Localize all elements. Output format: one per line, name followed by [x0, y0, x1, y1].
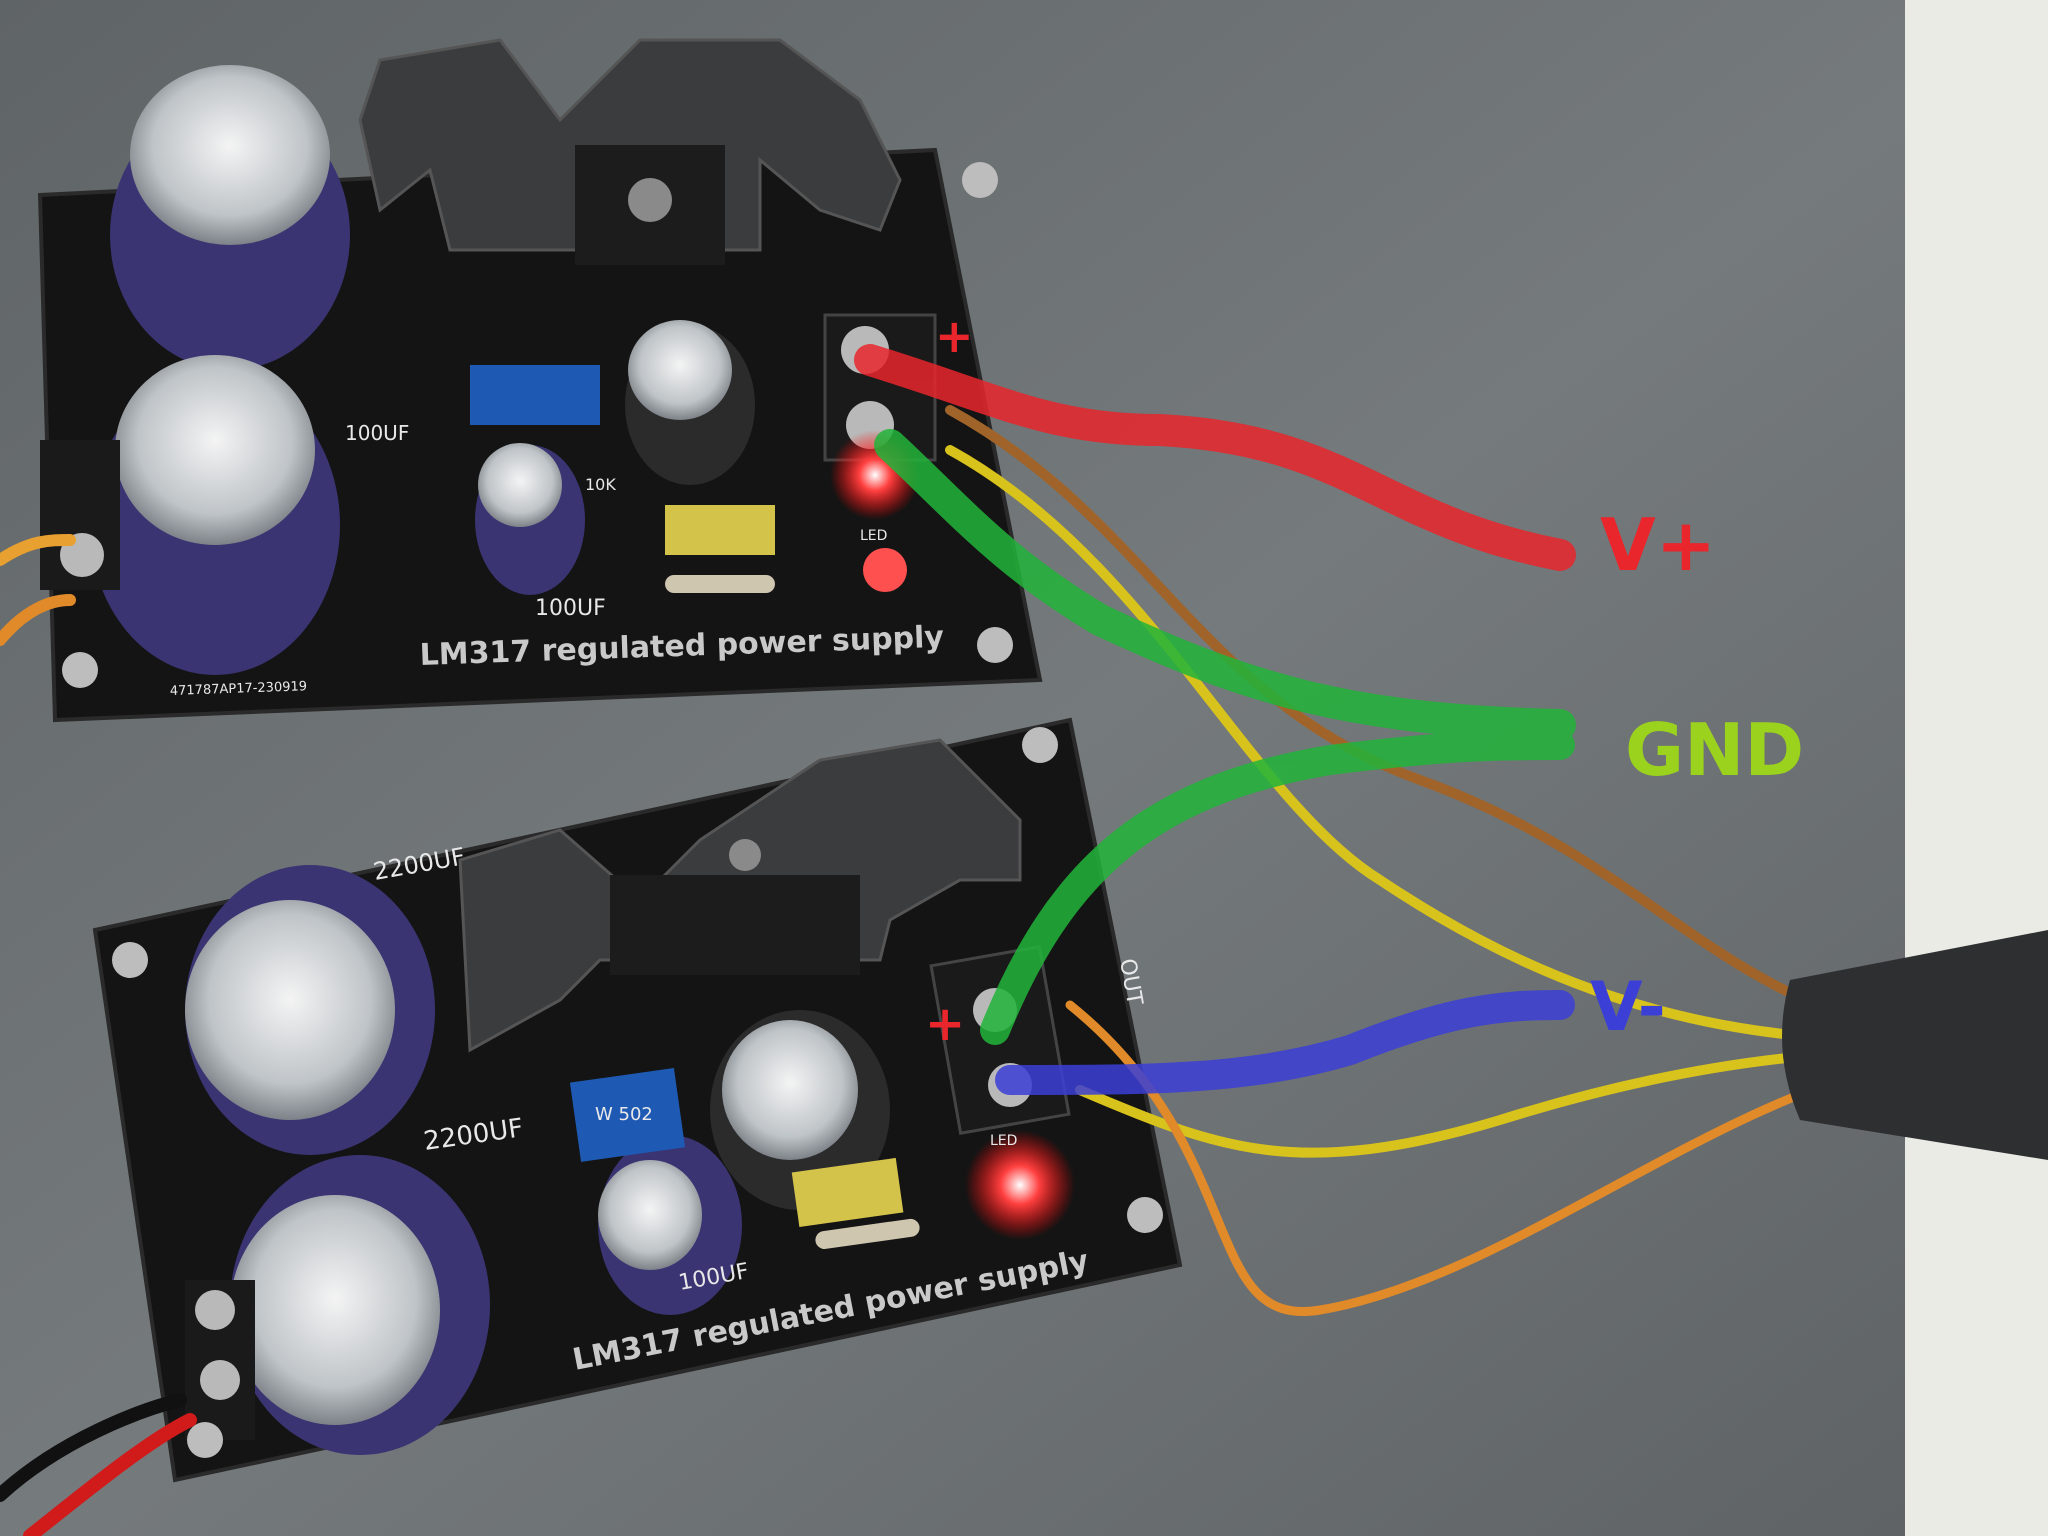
board-bottom-pot-label: W 502 — [595, 1104, 653, 1125]
wire-orange-bottom — [1065, 1000, 1895, 1316]
board-top-cap1-top — [130, 65, 330, 245]
board-top-led — [863, 548, 907, 592]
board-top-hole3 — [62, 652, 98, 688]
label-vminus: V- — [1590, 968, 1666, 1047]
board-top-plus: + — [935, 309, 974, 363]
board-top-screw — [628, 178, 672, 222]
board-top-trimmer — [470, 365, 600, 425]
board-bottom-hole3 — [1127, 1197, 1163, 1233]
board-bottom-cap3-top — [722, 1020, 858, 1160]
wire-yellow-top — [945, 445, 1895, 1045]
board-bottom-in-screw1 — [195, 1290, 235, 1330]
board-top: LM317 regulated power supply 471787AP17-… — [37, 38, 1043, 723]
board-bottom-cap2-top — [230, 1195, 440, 1425]
board-bottom-cap4-top — [598, 1160, 702, 1270]
board-top-cap-mid-label: 100UF — [345, 421, 409, 445]
annotation-traces — [854, 344, 1576, 1095]
board-bottom-film-cap — [791, 1157, 904, 1227]
board-top-hole2 — [977, 627, 1013, 663]
wire-orange-left2 — [0, 594, 76, 646]
board-top-cap4-top — [478, 443, 562, 527]
board-bottom-screw — [729, 839, 761, 871]
board-top-film-cap — [665, 505, 775, 555]
board-top-cap3-top — [628, 320, 732, 420]
board-bottom-regulator — [610, 875, 860, 975]
board-bottom-cap1-top — [185, 900, 395, 1120]
board-top-led-label: LED — [860, 528, 887, 544]
wire-yellow-bottom — [1075, 1045, 1895, 1158]
board-bottom-in-screw2 — [200, 1360, 240, 1400]
board-bottom-hole4 — [187, 1422, 223, 1458]
board-top-cap2-top — [115, 355, 315, 545]
board-bottom-hole2 — [1022, 727, 1058, 763]
label-gnd: GND — [1625, 708, 1804, 792]
board-bottom-hole1 — [112, 942, 148, 978]
trace-gnd-top — [874, 429, 1576, 741]
trace-vminus — [995, 990, 1575, 1095]
trace-gnd-bottom — [980, 730, 1575, 1045]
paper-sheet — [1905, 0, 2048, 1536]
trace-vplus — [854, 344, 1576, 571]
wires — [0, 405, 1895, 1536]
wire-orange-left — [0, 534, 76, 566]
board-top-hole1 — [962, 162, 998, 198]
board-bottom-resistor — [815, 1218, 920, 1249]
wire-black-left — [0, 1393, 187, 1502]
board-bottom-plus: + — [925, 996, 965, 1052]
board-top-serial: 471787AP17-230919 — [170, 679, 308, 699]
board-top-cap-label: 100UF — [535, 596, 606, 621]
board-top-resistor — [665, 575, 775, 593]
board-bottom-led-glow — [965, 1130, 1075, 1240]
wire-brown — [945, 405, 1895, 1035]
board-bottom-trimmer — [569, 1068, 686, 1162]
label-vplus: V+ — [1600, 503, 1716, 587]
cable-sleeve — [1782, 930, 2048, 1160]
wire-red-left — [23, 1413, 197, 1536]
board-bottom-led-label: LED — [990, 1133, 1017, 1149]
board-top-resistor-label: 10K — [585, 475, 616, 494]
